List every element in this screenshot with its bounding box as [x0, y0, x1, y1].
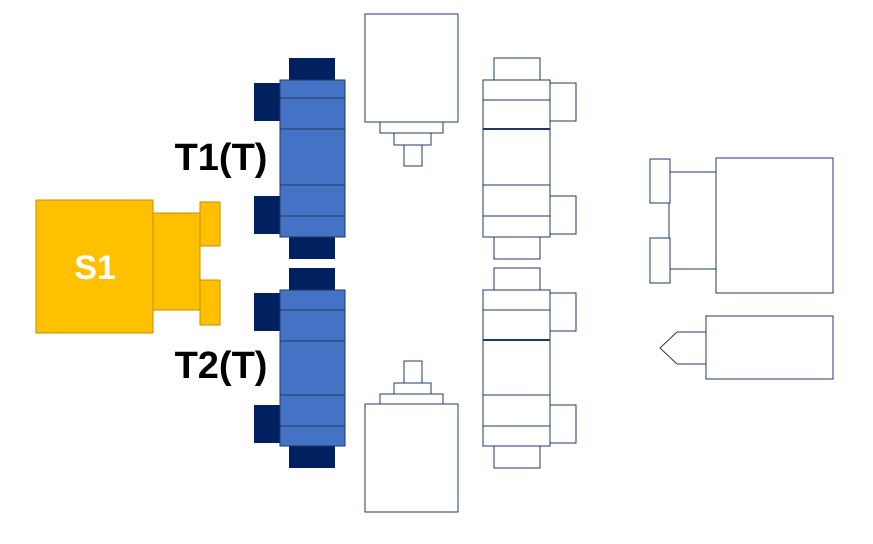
upper-tool-spindle-tip: [403, 144, 423, 167]
outline-turret-lower: [482, 267, 577, 469]
turret-t2: [254, 268, 346, 468]
lower-tool-spindle-body: [364, 403, 459, 513]
outline-tailstock-body: [705, 315, 834, 380]
turret-t2-side-block-lower: [254, 405, 280, 443]
outline-tailstock-center-point: [659, 331, 707, 365]
outline-turret-upper-top-block: [493, 57, 541, 81]
upper-tool-spindle-flange: [379, 121, 444, 134]
spindle-s1-jaw-top: [199, 201, 221, 247]
turret-t2-side-block-upper: [254, 293, 280, 331]
turret-t2-bottom-block: [289, 446, 335, 468]
upper-tool-spindle: [364, 13, 459, 167]
outline-sub-spindle-jaw-bottom: [649, 237, 671, 284]
turret-t2-body: [279, 289, 346, 447]
turret-t1-body: [279, 79, 346, 238]
turret-t1: [254, 58, 346, 259]
turret-t1-side-block-lower: [254, 196, 280, 234]
spindle-s1-chuck: [152, 212, 201, 311]
outline-turret-upper-body: [482, 79, 551, 238]
lower-tool-spindle: [364, 360, 459, 513]
turret-t1-side-block-upper: [254, 83, 280, 121]
outline-turret-lower-bottom-block: [493, 445, 541, 469]
turret-t1-top-block: [289, 58, 335, 80]
outline-sub-spindle: [649, 157, 834, 294]
outline-turret-lower-body: [482, 289, 551, 447]
spindle-s1-body: [35, 199, 154, 334]
outline-turret-upper: [482, 57, 577, 260]
lower-tool-spindle-flange: [379, 393, 444, 405]
upper-tool-spindle-collar: [393, 132, 432, 146]
turret-t2-top-block: [289, 268, 335, 290]
outline-sub-spindle-body: [715, 157, 834, 294]
outline-turret-upper-bottom-block: [493, 236, 541, 260]
turret-t2-label: T2(T): [175, 345, 268, 387]
lower-tool-spindle-collar: [393, 382, 432, 395]
spindle-s1: S1: [35, 199, 221, 334]
outline-sub-spindle-jaw-top: [649, 158, 671, 204]
outline-tailstock: [659, 315, 834, 380]
outline-sub-spindle-chuck: [668, 171, 717, 270]
spindle-s1-jaw-bottom: [199, 279, 221, 326]
outline-turret-upper-side-block-upper: [549, 82, 577, 122]
outline-turret-upper-side-block-lower: [549, 195, 577, 235]
upper-tool-spindle-body: [364, 13, 459, 123]
outline-turret-lower-top-block: [493, 267, 541, 291]
outline-turret-lower-side-block-upper: [549, 292, 577, 332]
outline-turret-lower-side-block-lower: [549, 404, 577, 444]
spindle-s1-label: S1: [74, 249, 116, 287]
lower-tool-spindle-tip: [403, 360, 423, 384]
turret-t1-bottom-block: [289, 237, 335, 259]
turret-t1-label: T1(T): [175, 137, 268, 179]
